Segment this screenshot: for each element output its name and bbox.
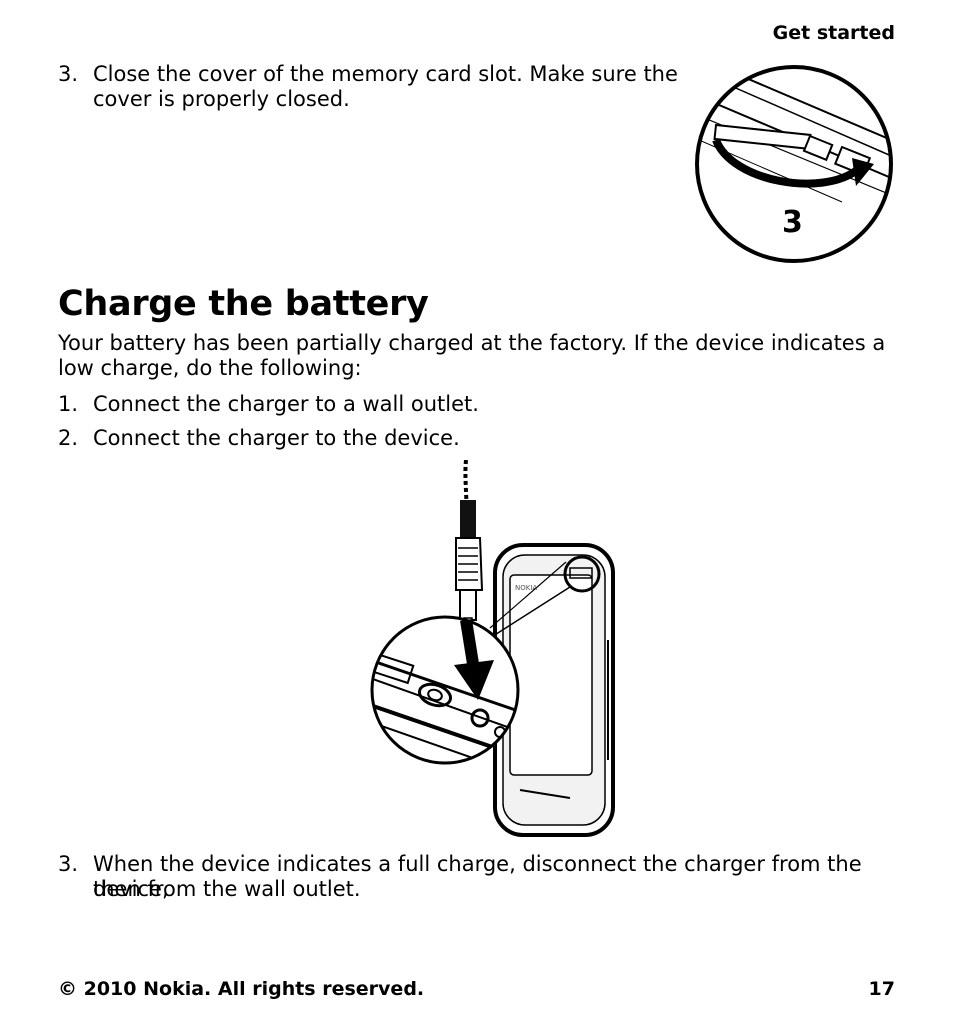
step-text: Connect the charger to the device. — [93, 426, 460, 450]
memory-card-cover-illustration: 3 — [695, 65, 893, 263]
step-close-cover: 3. Close the cover of the memory card sl… — [58, 62, 678, 114]
step-connect-device: 2. Connect the charger to the device. — [58, 426, 858, 451]
footer-copyright: © 2010 Nokia. All rights reserved. — [58, 978, 425, 1000]
step-text-line1: Close the cover of the memory card slot.… — [93, 62, 678, 86]
step-disconnect: 3. When the device indicates a full char… — [58, 852, 908, 904]
step-number: 3. — [58, 62, 79, 86]
step-connect-wall: 1. Connect the charger to a wall outlet. — [58, 392, 858, 417]
charger-connection-illustration: NOKIA — [370, 460, 615, 837]
step-text: Connect the charger to a wall outlet. — [93, 392, 479, 416]
step-number: 1. — [58, 392, 79, 416]
svg-text:NOKIA: NOKIA — [515, 584, 537, 592]
intro-paragraph: Your battery has been partially charged … — [58, 331, 886, 380]
step-number: 3. — [58, 852, 79, 876]
step-text-line2: then from the wall outlet. — [93, 877, 361, 901]
section-header: Get started — [772, 22, 895, 44]
step-text-line2: cover is properly closed. — [93, 87, 350, 111]
step-text-line1: When the device indicates a full charge,… — [93, 852, 862, 901]
figure-label: 3 — [782, 205, 803, 240]
page-number: 17 — [868, 978, 895, 1000]
step-number: 2. — [58, 426, 79, 450]
page-title: Charge the battery — [58, 284, 429, 324]
